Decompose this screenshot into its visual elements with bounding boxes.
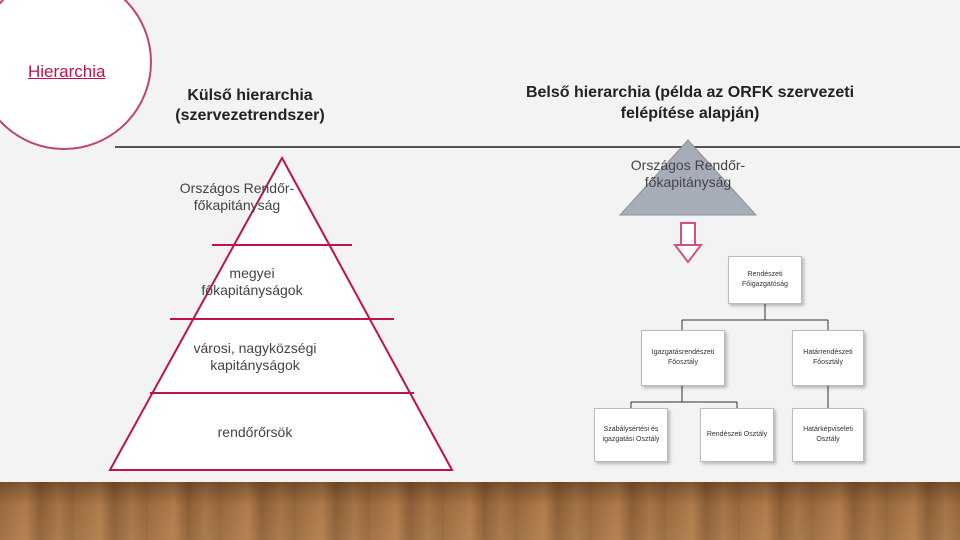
pyramid-level-4: rendőrőrsök bbox=[190, 424, 320, 441]
pyramid-level-1: Országos Rendőr-főkapitányság bbox=[172, 180, 302, 214]
org-level3-right: Határképviseleti Osztály bbox=[792, 408, 864, 462]
org-level3-middle: Rendészeti Osztály bbox=[700, 408, 774, 462]
org-level2-left: Igazgatásrendészeti Főosztály bbox=[641, 330, 725, 386]
org-level2-right: Határrendészeti Főosztály bbox=[792, 330, 864, 386]
pyramid-level-2: megyei főkapitányságok bbox=[182, 265, 322, 299]
triangle-label: Országos Rendőr-főkapitányság bbox=[628, 157, 748, 191]
pyramid-level-3: városi, nagyközségi kapitányságok bbox=[170, 340, 340, 374]
org-root: Rendészeti Főigazgatóság bbox=[728, 256, 802, 304]
org-level3-left: Szabálysértési és igazgatási Osztály bbox=[594, 408, 668, 462]
wooden-floor bbox=[0, 482, 960, 540]
down-arrow-icon bbox=[675, 223, 701, 262]
